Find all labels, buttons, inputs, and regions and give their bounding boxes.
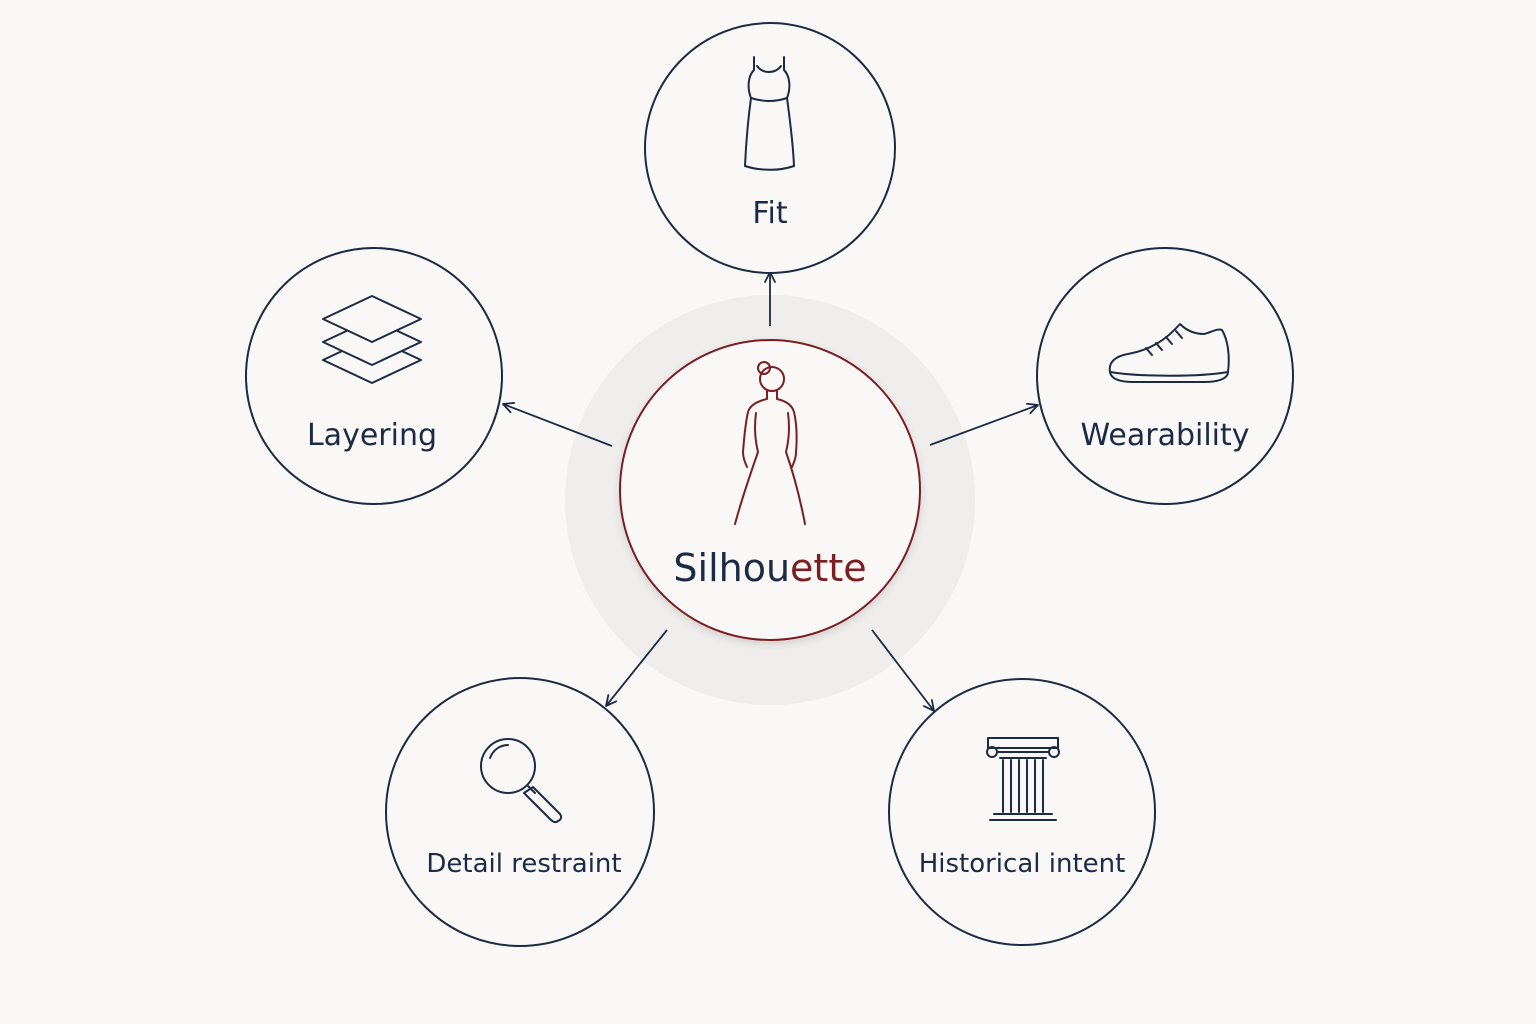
node-detail-restraint: Detail restraint xyxy=(385,677,655,947)
arrow-to-layering xyxy=(502,402,613,447)
node-historical-intent: Historical intent xyxy=(888,678,1156,946)
woman-silhouette-icon xyxy=(734,361,806,525)
arrow-to-wearability xyxy=(929,402,1039,446)
column-icon xyxy=(986,737,1060,821)
node-historical-intent-label: Historical intent xyxy=(919,849,1126,879)
node-fit-circle xyxy=(644,22,896,274)
connectors xyxy=(502,271,1039,712)
magnifier-icon xyxy=(480,738,563,824)
arrow-to-detail-restraint xyxy=(605,629,668,707)
node-wearability-label: Wearability xyxy=(1080,418,1249,453)
node-detail-restraint-label: Detail restraint xyxy=(426,849,621,879)
sneaker-icon xyxy=(1108,323,1230,383)
center-node-circle xyxy=(619,339,921,641)
node-fit-label: Fit xyxy=(752,196,787,231)
layers-icon xyxy=(322,295,422,384)
node-wearability: Wearability xyxy=(1036,247,1294,505)
center-label: Silhouette xyxy=(673,546,866,590)
node-fit: Fit xyxy=(644,22,896,274)
center-label-part1: Silhou xyxy=(673,546,790,590)
node-historical-intent-circle xyxy=(888,678,1156,946)
node-detail-restraint-circle xyxy=(385,677,655,947)
node-layering-label: Layering xyxy=(307,418,437,453)
node-layering: Layering xyxy=(245,247,503,505)
center-label-part2: ette xyxy=(790,546,867,590)
dress-icon xyxy=(744,56,795,171)
arrow-to-historical-intent xyxy=(871,629,935,712)
center-node: Silhouette xyxy=(619,339,921,641)
